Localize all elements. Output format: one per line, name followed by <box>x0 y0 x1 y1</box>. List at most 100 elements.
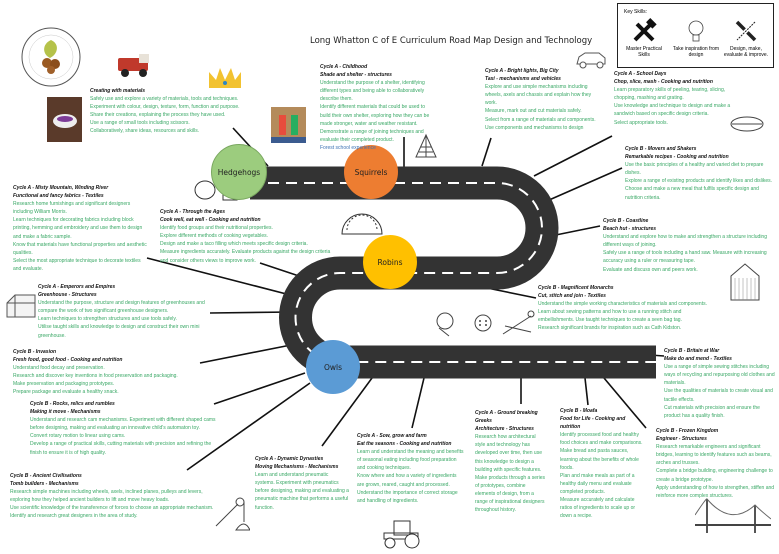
block-line: Prepare package and evaluate a healthy s… <box>13 389 119 396</box>
block-title: Cycle A - Childhood <box>320 64 368 70</box>
block-line: Select from a range of materials and com… <box>485 116 596 123</box>
block-title: Cycle A - Emperors and Empires <box>38 284 116 290</box>
stop-owls: Owls <box>306 340 360 394</box>
block-subtitle: Moving Mechanisms - Mechanisms <box>255 464 339 471</box>
block-line: Use a range of simple sewing stitches in… <box>664 364 775 387</box>
block-line: Demonstrate a range of joining technique… <box>320 128 424 143</box>
block-line: Identify food groups and their nutrition… <box>160 225 273 232</box>
key-skills-heading: Key Skills: <box>624 9 648 15</box>
block-line: Select the most appropriate technique to… <box>13 257 141 272</box>
block-line: Use the qualities of materials to create… <box>664 388 773 403</box>
block-title: Cycle B - Invasion <box>13 349 57 355</box>
beach-hut-image <box>727 262 763 307</box>
pulley-image <box>214 496 251 537</box>
block-subtitle: Remarkable recipes - Cooking and nutriti… <box>625 154 729 161</box>
stop-label: Owls <box>323 362 343 372</box>
key-skill-practical: Master Practical Skills <box>620 18 668 58</box>
block-line: Research remarkable engineers and signif… <box>656 444 772 467</box>
block-highlight-line: Forest school experience <box>320 144 376 151</box>
block-title: Cycle A - School Days <box>614 71 667 77</box>
block-line: Use components and mechanisms to design <box>485 124 584 131</box>
block-line: Understand and explore how to make and s… <box>603 234 767 249</box>
block-line: Understand and research cam mechanisms. … <box>30 417 216 432</box>
block-line: Utilise taught skills and knowledge to d… <box>38 324 200 339</box>
block-line: Choose and make a new meal that fulfils … <box>625 186 759 201</box>
stop-label: Hedgehogs <box>217 167 261 177</box>
pencil-ruler-icon <box>735 20 757 42</box>
block-line: Research how architectural style and tec… <box>475 434 542 473</box>
block-line: Explore and use simple mechanisms includ… <box>485 84 592 107</box>
block-line: Share their creations, explaining the pr… <box>90 112 226 119</box>
block-line: Develop a range of practical skills, cut… <box>30 441 212 456</box>
block-line: Learn and understand pneumatic systems. … <box>255 472 349 511</box>
block-subtitle: Functional and fancy fabrics - Textiles <box>13 193 104 200</box>
block-title: Cycle B - Ancient Civilisations <box>10 473 82 479</box>
block-title: Cycle A - Misty Mountain, Winding River <box>13 185 109 191</box>
block-line: Use scientific knowledge of the transfer… <box>10 505 214 512</box>
tepee-image <box>414 133 438 164</box>
fire-truck-image <box>115 50 155 80</box>
key-skill-label: Take inspiration from design <box>672 46 720 58</box>
greenhouse-image <box>5 291 37 324</box>
block-line: Understand the simple working characteri… <box>538 301 707 308</box>
block-subtitle: Chop, slice, mash - Cooking and nutritio… <box>614 79 713 86</box>
block-line: Learn techniques for decorating fabrics … <box>13 217 143 240</box>
tractor-image <box>380 517 422 554</box>
block-line: Use knowledge and technique to design an… <box>614 103 731 118</box>
block-subtitle: Taxi - mechanisms and vehicles <box>485 76 561 83</box>
block-line: Learn about sewing patterns and how to u… <box>538 309 682 324</box>
block-line: Collaboratively, share ideas, resources … <box>90 128 200 135</box>
block-line: Experiment with colour, design, texture,… <box>90 104 240 111</box>
block-line: Research and discover key inventions in … <box>13 373 178 380</box>
block-title: Cycle B - Frozen Kingdom <box>656 428 719 434</box>
block-line: Use a range of small tools including sci… <box>90 120 190 127</box>
block-line: Plan and make meals as part of a healthy… <box>560 472 635 495</box>
block-subtitle: Greenhouse - Structures <box>38 292 97 299</box>
connector-lines <box>146 127 665 471</box>
block-line: Identify and research great designers in… <box>10 513 138 520</box>
block-subtitle: Making it move - Mechanisms <box>30 409 101 416</box>
block-subtitle: Shade and shelter - structures <box>320 72 392 79</box>
block-subtitle: Food for Life - Cooking and nutrition <box>560 416 626 431</box>
block-line: Learn techniques to strengthen structure… <box>38 316 177 323</box>
block-line: Identify different materials that could … <box>320 104 430 127</box>
key-skill-inspiration: Take inspiration from design <box>672 18 720 58</box>
key-skills-box: Key Skills: Master Practical Skills Take… <box>617 3 774 68</box>
stop-squirrels: Squirrels <box>344 145 398 199</box>
block-title: Cycle B - Movers and Shakers <box>625 146 697 152</box>
block-line: Make products through a series of protot… <box>475 474 546 514</box>
taco-image <box>339 208 385 243</box>
block-line: Research home furnishings and significan… <box>13 201 131 216</box>
block-subtitle: Eat the seasons - Cooking and nutrition <box>357 441 452 448</box>
lightbulb-icon <box>688 20 704 42</box>
block-title: Cycle B - Coastline <box>603 218 649 224</box>
block-line: Know that materials have functional prop… <box>13 241 147 256</box>
block-line: Measure ingredients accurately. Evaluate… <box>160 249 331 264</box>
block-line: Explore different methods of cooking veg… <box>160 233 269 240</box>
block-line: Explore a range of existing products and… <box>625 178 773 185</box>
block-title: Cycle A - Sow, grow and farm <box>357 433 427 439</box>
school-logo <box>20 26 82 93</box>
block-line: Make preservation and packaging prototyp… <box>13 381 115 388</box>
car-image <box>573 50 609 75</box>
block-title: Creating with materials <box>90 88 146 94</box>
sandwich-image <box>729 113 765 140</box>
block-line: Make bread and pasta sauces, learning ab… <box>560 448 639 471</box>
block-line: Safely use a range of tools including a … <box>603 250 767 265</box>
block-title: Cycle A - Bright lights, Big City <box>485 68 559 74</box>
block-line: Apply understanding of how to strengthen… <box>656 484 775 499</box>
